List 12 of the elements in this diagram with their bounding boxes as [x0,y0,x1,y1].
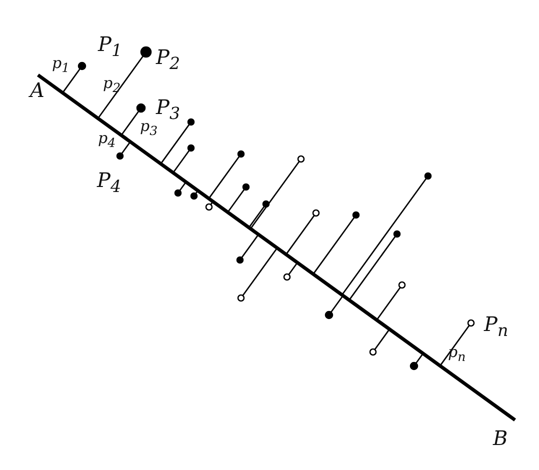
foot-label: p$_{n}$ [448,345,466,364]
point-label: P$_{2}$ [156,47,180,73]
endpoint-label: A [30,80,44,100]
point-label: P$_{1}$ [98,34,122,60]
foot-label: p$_{4}$ [98,131,116,150]
endpoint-label: B [493,428,508,448]
foot-label: p$_{3}$ [140,119,158,138]
foot-label: p$_{2}$ [103,76,121,94]
point-label: P$_{3}$ [156,97,180,123]
point-label: P$_{4}$ [97,170,122,196]
foot-label: p$_{1}$ [52,56,70,74]
point-label: P$_{n}$ [484,314,508,340]
